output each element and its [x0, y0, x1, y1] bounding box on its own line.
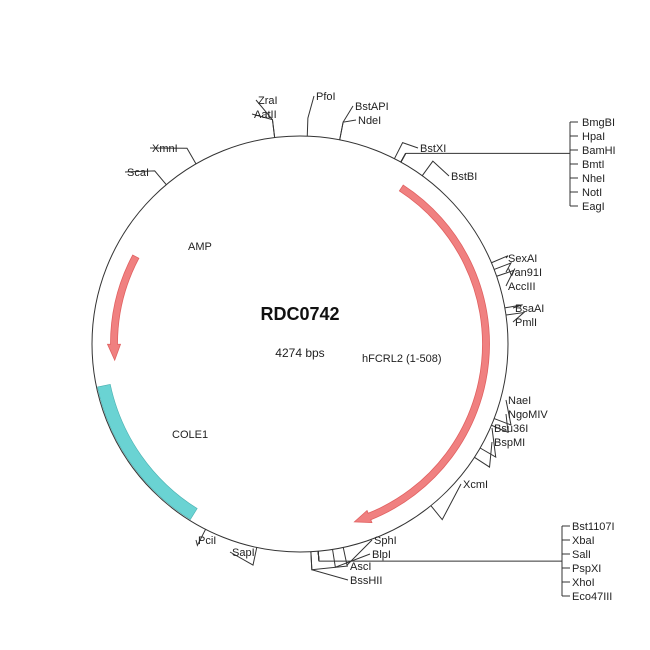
site-tick-bspmi	[474, 441, 493, 468]
site-tick-bstbi	[421, 160, 450, 177]
feature-label-hfcrl2: hFCRL2 (1-508)	[362, 353, 441, 365]
site-tick-naei	[494, 399, 512, 426]
site-label-bstbi: BstBI	[451, 171, 477, 183]
site-label-ngomiv: NgoMIV	[508, 409, 548, 421]
site-label-sphi: SphI	[374, 535, 397, 547]
site-label-nhei: NheI	[582, 173, 605, 185]
feature-cole1-arc	[97, 383, 198, 520]
feature-amp-arrow	[106, 254, 140, 362]
site-group-bracket-lower	[319, 525, 570, 597]
feature-label-amp: AMP	[188, 241, 212, 253]
site-label-sapi: SapI	[232, 547, 255, 559]
site-label-sexai: SexAI	[508, 253, 537, 265]
site-label-xmni: XmnI	[152, 143, 178, 155]
restriction-site-layer: ZraI AatII PfoI BstAPI NdeI BstXI BstBI BmgBI Hp…	[124, 91, 616, 603]
site-tick-ndei	[339, 119, 357, 140]
site-label-hpai: HpaI	[582, 131, 605, 143]
site-label-bst1107i: Bst1107I	[572, 521, 615, 533]
site-label-van91i: Van91I	[508, 267, 542, 279]
plasmid-size: 4274 bps	[275, 346, 324, 360]
site-label-acciii: AccIII	[508, 281, 536, 293]
site-label-bmti: BmtI	[582, 159, 605, 171]
site-label-sali: SalI	[572, 549, 591, 561]
site-label-pmli: PmlI	[515, 317, 537, 329]
site-label-bamhi: BamHI	[582, 145, 616, 157]
site-label-scai: ScaI	[127, 167, 149, 179]
site-label-naei: NaeI	[508, 395, 531, 407]
site-label-asci: AscI	[350, 561, 371, 573]
site-tick-eco47iii	[317, 551, 320, 562]
site-tick-acciii	[496, 269, 515, 287]
site-tick-eagi	[400, 153, 407, 163]
site-label-bstapi: BstAPI	[355, 101, 389, 113]
site-label-ndei: NdeI	[358, 115, 381, 127]
feature-hfcrl2-1-508-arrow	[353, 184, 490, 523]
site-tick-xcmi	[430, 483, 462, 521]
site-label-zrai: ZraI	[258, 95, 278, 107]
site-tick-pmli	[505, 311, 526, 323]
site-label-bmgbi: BmgBI	[582, 117, 615, 129]
site-label-aatii: AatII	[254, 109, 277, 121]
site-tick-bstapi	[339, 105, 354, 140]
site-tick-aatii	[251, 113, 276, 138]
site-tick-sphi	[342, 539, 373, 567]
site-tick-sexai	[491, 255, 509, 264]
site-tick-ngomiv	[491, 413, 509, 434]
site-label-xbai: XbaI	[572, 535, 595, 547]
site-tick-sapi	[229, 547, 258, 566]
site-label-bsaai: BsaAI	[515, 303, 544, 315]
feature-label-cole1: COLE1	[172, 429, 208, 441]
site-label-pfoi: PfoI	[316, 91, 336, 103]
site-label-bstxi: BstXI	[420, 143, 446, 155]
site-tick-bstxi	[393, 142, 419, 159]
plasmid-name: RDC0742	[260, 304, 339, 324]
site-label-bsu36i: Bsu36I	[494, 423, 528, 435]
site-label-xhoi: XhoI	[572, 577, 595, 589]
site-tick-van91i	[494, 262, 513, 273]
feature-layer	[97, 184, 490, 523]
site-group-bracket-upper	[405, 121, 578, 207]
site-tick-bsu36i	[479, 427, 497, 458]
site-label-pspxi: PspXI	[572, 563, 601, 575]
site-label-bspmi: BspMI	[494, 437, 525, 449]
site-tick-pfoi	[306, 95, 315, 137]
site-label-blpi: BlpI	[372, 549, 391, 561]
plasmid-backbone	[91, 135, 509, 553]
site-tick-bsaai	[504, 304, 523, 309]
site-tick-xmni	[149, 147, 197, 165]
site-label-noti: NotI	[582, 187, 602, 199]
site-tick-scai	[124, 170, 167, 185]
site-label-eagi: EagI	[582, 201, 605, 213]
site-label-bsshii: BssHII	[350, 575, 382, 587]
site-label-eco47iii: Eco47III	[572, 591, 612, 603]
site-tick-bsshii	[310, 551, 349, 581]
site-label-pcii: PciI	[198, 535, 216, 547]
site-tick-pcii	[195, 529, 207, 547]
site-label-xcmi: XcmI	[463, 479, 488, 491]
